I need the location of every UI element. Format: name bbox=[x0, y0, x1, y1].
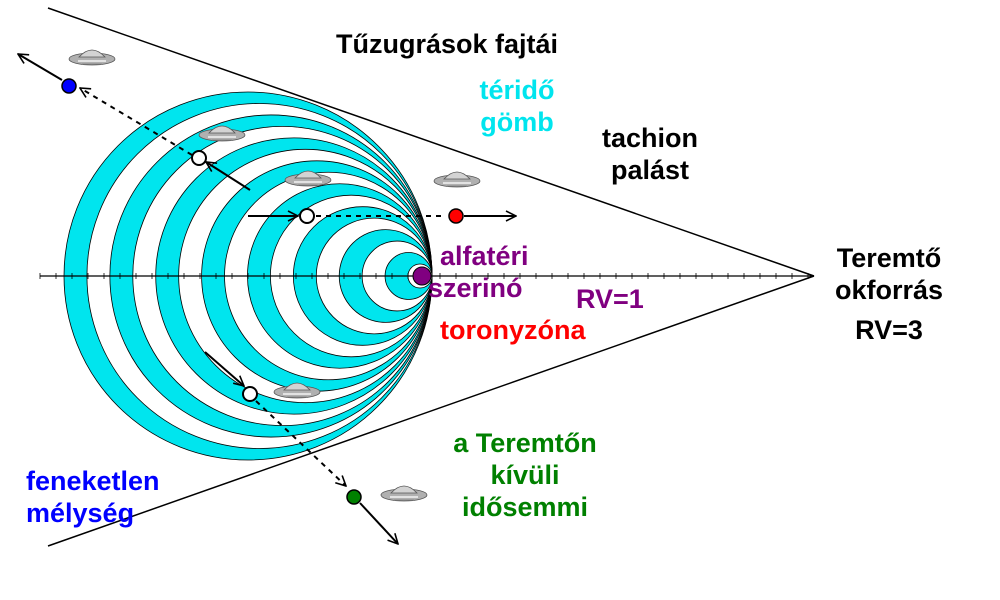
source-label-line1: Teremtő bbox=[836, 243, 942, 273]
rv1-label: RV=1 bbox=[576, 284, 644, 314]
depth-label-line1: feneketlen bbox=[26, 466, 160, 496]
blue-point bbox=[61, 78, 77, 94]
dotted-path bbox=[80, 88, 193, 156]
arrow-icon bbox=[18, 54, 63, 81]
green-point bbox=[346, 489, 362, 505]
sphere-label: téridő gömb bbox=[462, 74, 572, 138]
source-label-rv: RV=3 bbox=[855, 315, 923, 345]
dotted-path bbox=[255, 400, 346, 486]
mantle-label-line2: palást bbox=[610, 155, 690, 185]
arrow-icon bbox=[204, 351, 244, 386]
open-point bbox=[299, 208, 315, 224]
sphere-label-line1: téridő bbox=[479, 75, 555, 105]
mantle-line-bottom bbox=[47, 275, 815, 547]
arrow-icon bbox=[206, 162, 251, 191]
alpha-point bbox=[412, 266, 432, 286]
alpha-label: alfatéri szerinó bbox=[428, 240, 529, 304]
axis-ticks bbox=[39, 273, 809, 279]
red-point bbox=[448, 208, 464, 224]
outside-label-line2: kívüli bbox=[490, 460, 560, 490]
open-point bbox=[242, 386, 258, 402]
mantle-label: tachion palást bbox=[585, 122, 715, 186]
depth-label-line2: mélység bbox=[26, 498, 135, 528]
depth-label: feneketlen mélység bbox=[26, 465, 160, 529]
alpha-label-line2: szerinó bbox=[428, 273, 523, 303]
diagram-title: Tűzugrások fajtái bbox=[336, 29, 559, 59]
mantle-line-top bbox=[47, 7, 815, 277]
outside-label-line3: idősemmi bbox=[461, 492, 589, 522]
alpha-label-line1: alfatéri bbox=[440, 241, 529, 271]
ufo-icon bbox=[433, 171, 481, 188]
open-point bbox=[191, 150, 207, 166]
mantle-label-line1: tachion bbox=[601, 123, 698, 153]
arrow-icon bbox=[359, 502, 398, 544]
source-label: Teremtő okforrás RV=3 bbox=[814, 242, 964, 346]
tower-zone-label: toronyzóna bbox=[440, 315, 586, 345]
ufo-icon bbox=[380, 485, 428, 502]
sphere-label-line2: gömb bbox=[480, 107, 554, 137]
source-label-line2: okforrás bbox=[834, 275, 944, 305]
outside-label-line1: a Teremtőn bbox=[453, 428, 597, 458]
outside-label: a Teremtőn kívüli idősemmi bbox=[430, 427, 620, 523]
spacetime-rings bbox=[63, 91, 433, 461]
ufo-icon bbox=[68, 49, 116, 66]
